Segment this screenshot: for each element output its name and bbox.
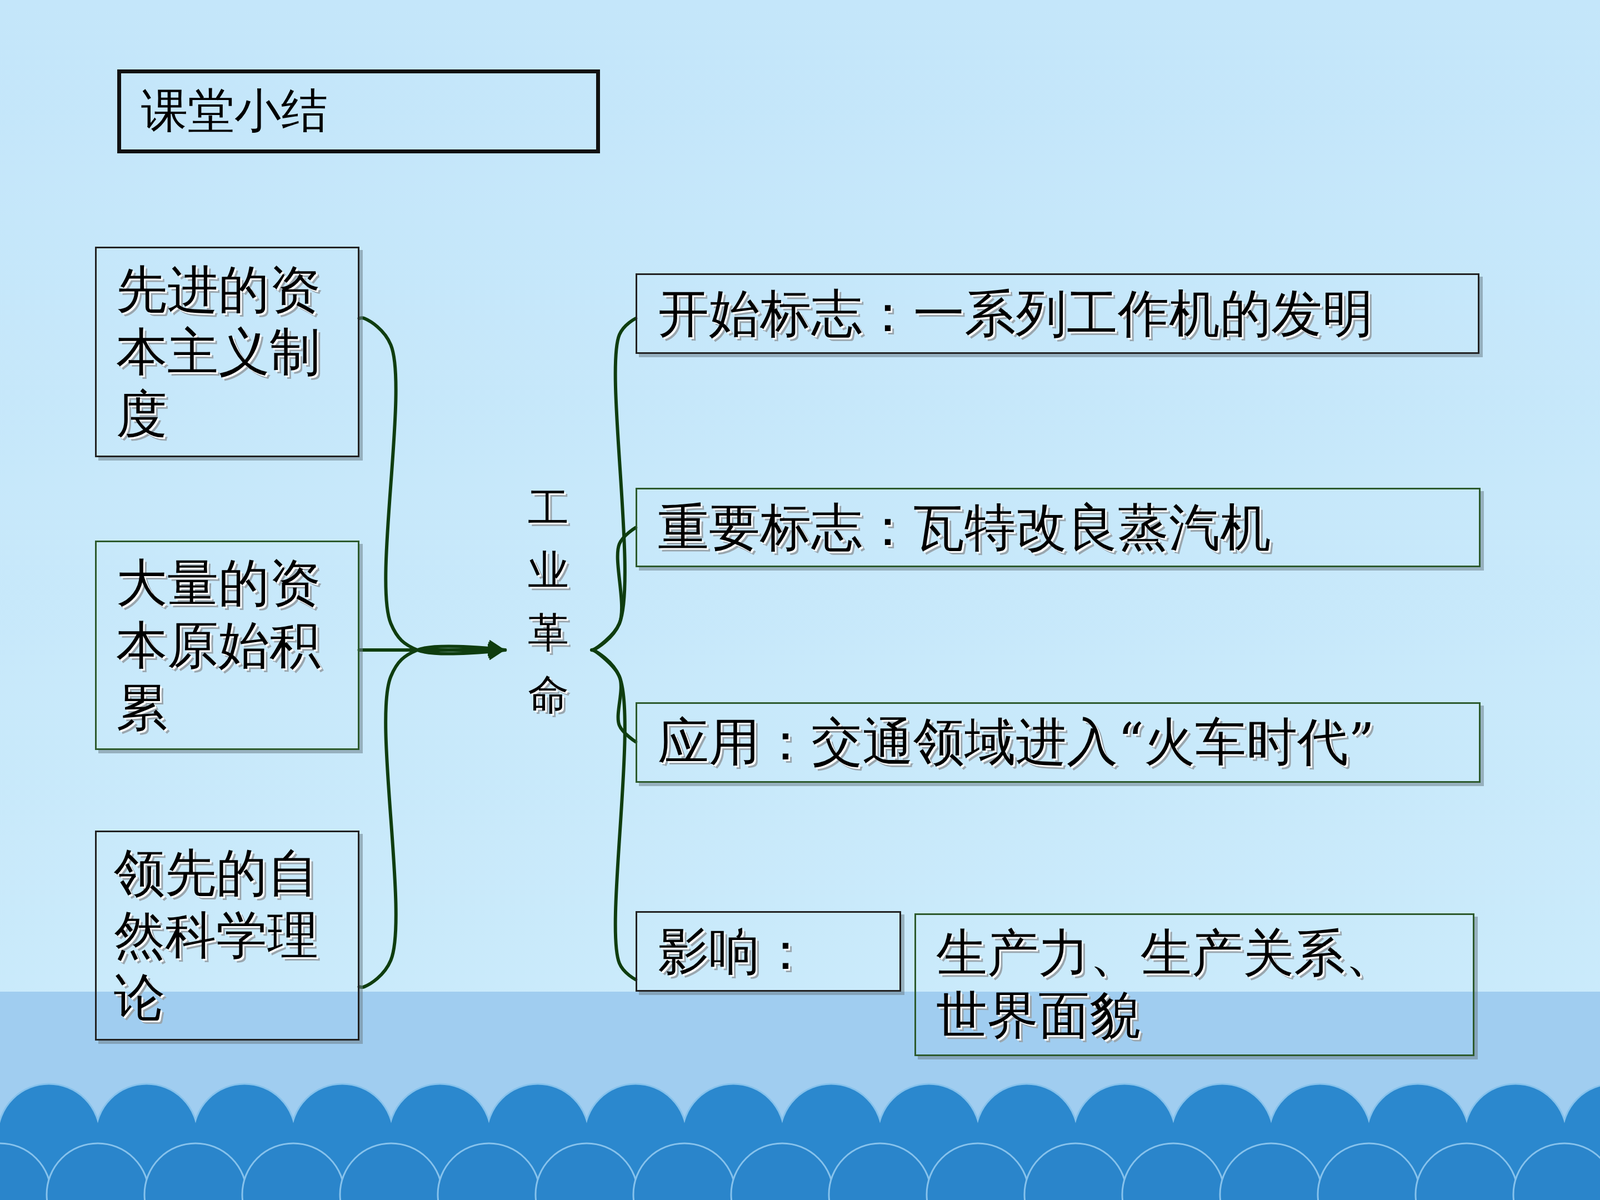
text-wrap: 生产力、生产关系、世界面貌 — [936, 922, 1424, 1047]
box-text: 应用：交通领域进入“火车时代” — [657, 711, 1469, 774]
text-wrap: 工业革命 — [505, 476, 592, 726]
brace-arrow — [359, 646, 506, 987]
cause-box: 大量的资本原始积累 — [95, 540, 360, 750]
summary-box: 重要标志：瓦特改良蒸汽机 — [635, 487, 1481, 568]
topic-text: 工业革命 — [526, 476, 571, 726]
brace-arrow — [359, 317, 506, 654]
text-wrap: 应用：交通领域进入“火车时代” — [657, 711, 1469, 774]
brace-line — [591, 527, 636, 651]
text-wrap: 开始标志：一系列工作机的发明 — [657, 282, 1468, 345]
brace-line — [591, 650, 636, 742]
summary-box: 影响： — [635, 911, 902, 992]
summary-box: 开始标志：一系列工作机的发明 — [635, 273, 1480, 354]
box-text: 重要标志：瓦特改良蒸汽机 — [657, 496, 1469, 559]
text-wrap: 领先的自然科学理论 — [113, 842, 350, 1029]
brace-line — [591, 650, 636, 980]
box-text: 大量的资本原始积累 — [116, 552, 350, 739]
brace-arrow — [359, 648, 506, 652]
box-text: 影响： — [657, 920, 889, 983]
topic-label: 工业革命 — [505, 476, 592, 726]
cause-box: 先进的资本主义制度 — [95, 246, 360, 457]
box-text: 生产力、生产关系、世界面貌 — [936, 922, 1424, 1047]
text-wrap: 重要标志：瓦特改良蒸汽机 — [657, 496, 1469, 559]
text-wrap: 先进的资本主义制度 — [116, 258, 350, 446]
title-box: 课堂小结 — [117, 69, 600, 154]
impact-box: 生产力、生产关系、世界面貌 — [914, 913, 1475, 1057]
water-band — [0, 991, 1600, 1200]
cause-box: 领先的自然科学理论 — [95, 830, 360, 1041]
box-text: 开始标志：一系列工作机的发明 — [657, 282, 1468, 345]
box-text: 先进的资本主义制度 — [116, 258, 350, 446]
text-wrap: 影响： — [657, 920, 889, 983]
summary-box: 应用：交通领域进入“火车时代” — [635, 702, 1481, 783]
box-text: 领先的自然科学理论 — [113, 842, 350, 1029]
brace-line — [591, 318, 636, 650]
title-text: 课堂小结 — [121, 79, 328, 143]
scallop-waves — [0, 1077, 1600, 1200]
text-wrap: 大量的资本原始积累 — [116, 552, 350, 739]
